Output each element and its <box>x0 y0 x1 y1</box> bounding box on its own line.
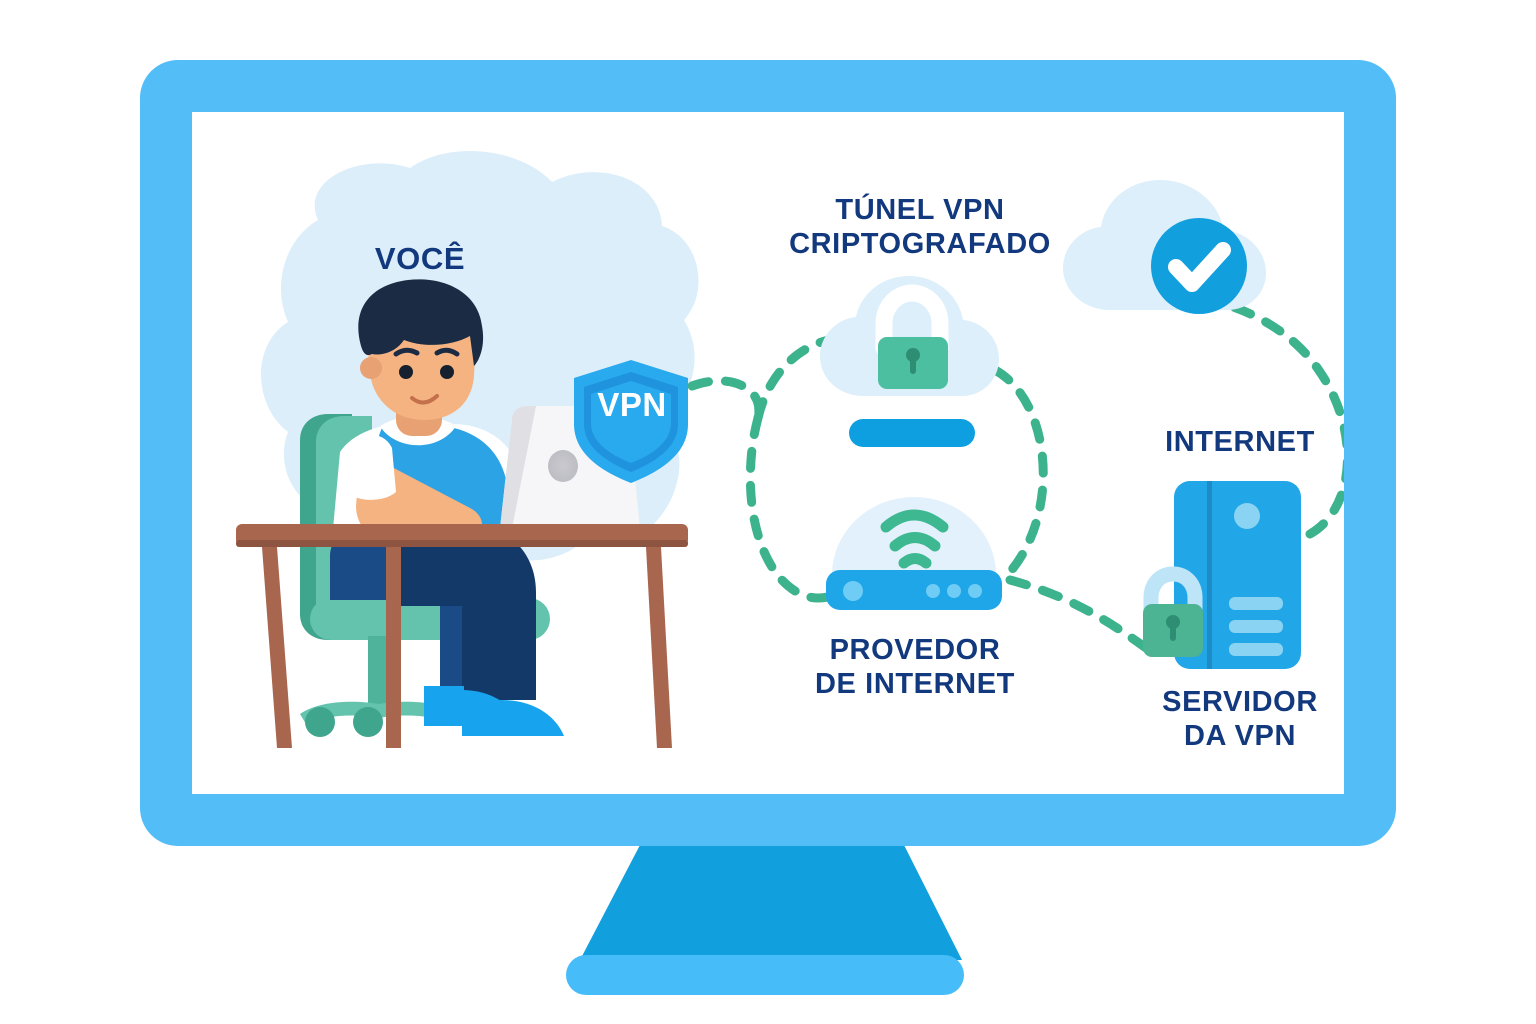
chair-column <box>368 636 390 716</box>
server-slot-1 <box>1229 597 1283 610</box>
chair-wheel-left <box>305 707 335 737</box>
desk-top-shadow <box>236 540 688 547</box>
router-led-power <box>843 581 863 601</box>
label-you: VOCÊ <box>374 241 466 276</box>
laptop-logo <box>548 450 578 482</box>
internet-cloud-node <box>1063 180 1266 314</box>
server-slot-2 <box>1229 620 1283 633</box>
desk <box>236 524 688 748</box>
vpn-shield-inner-face <box>591 381 671 463</box>
person-eye-right <box>440 365 454 379</box>
server-lock-keyslot <box>1170 625 1176 641</box>
isp-router-node <box>826 497 1002 610</box>
person-at-laptop-illustration <box>236 279 688 748</box>
monitor-stand-base <box>566 955 964 995</box>
chair-wheel-right <box>353 707 383 737</box>
connector-junction-to-router <box>745 413 837 603</box>
desk-leg-mid <box>386 547 401 748</box>
label-internet-provider: PROVEDOR DE INTERNET <box>815 634 1015 701</box>
label-vpn-server: SERVIDOR DA VPN <box>1162 686 1318 753</box>
router-body <box>826 570 1002 610</box>
label-internet: INTERNET <box>1165 426 1315 458</box>
encrypted-tunnel-node <box>820 276 999 447</box>
laptop-lid-edge <box>500 406 536 528</box>
person-shoe-front <box>462 700 564 736</box>
router-led-3 <box>968 584 982 598</box>
vpn-shield-badge[interactable] <box>574 360 688 483</box>
server-status-led <box>1234 503 1260 529</box>
tunnel-lock-keyhole <box>906 348 920 362</box>
monitor-stand-neck <box>580 845 962 960</box>
router-led-1 <box>926 584 940 598</box>
router-led-2 <box>947 584 961 598</box>
server-lock-shackle <box>1143 566 1203 621</box>
person-mouth <box>410 394 439 405</box>
internet-check-icon <box>1168 242 1231 292</box>
person-ear <box>360 357 382 379</box>
desk-leg-right <box>646 547 672 748</box>
tunnel-cloud <box>820 276 999 396</box>
connector-server-to-internet <box>1203 295 1344 539</box>
server-slot-3 <box>1229 643 1283 656</box>
person-hair <box>358 279 484 366</box>
person-sleeve <box>342 434 396 500</box>
desk-leg-left <box>262 547 292 748</box>
vpn-server-node <box>1143 481 1301 669</box>
dashed-connectors <box>687 295 1344 653</box>
person-eyebrow-right <box>434 347 460 357</box>
tunnel-lock-shackle <box>875 284 949 357</box>
tunnel-lock-keyslot <box>910 358 916 374</box>
connector-router-to-server <box>1005 575 1151 653</box>
server-lock-keyhole <box>1166 615 1180 629</box>
monitor-stand-group <box>566 845 964 995</box>
server-panel-divider <box>1207 481 1212 669</box>
person-eye-left <box>399 365 413 379</box>
label-encrypted-tunnel: TÚNEL VPN CRIPTOGRAFADO <box>789 194 1051 261</box>
person-leg-front <box>392 528 536 700</box>
connector-tunnel-to-router <box>990 365 1048 577</box>
person-eyebrow-left <box>393 347 420 357</box>
tunnel-status-bar <box>849 419 975 447</box>
vpn-shield-label: VPN <box>597 386 667 423</box>
router-wifi-icon <box>880 509 949 569</box>
